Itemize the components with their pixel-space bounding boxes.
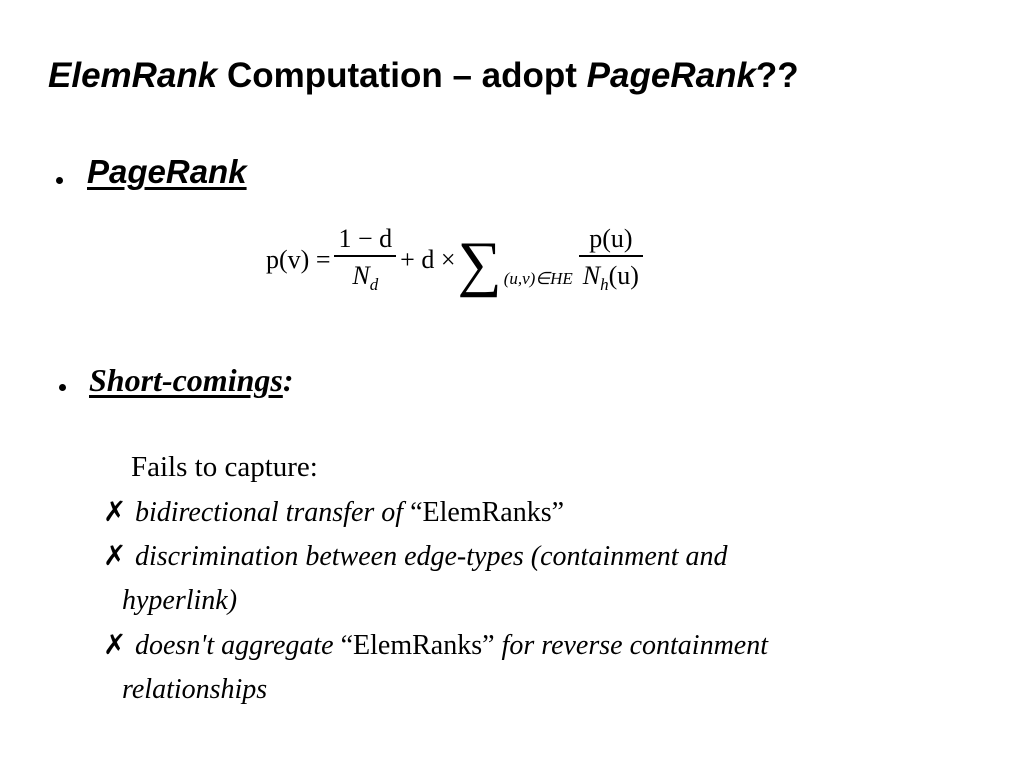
list-item: ✗doesn't aggregate “ElemRanks” for rever… xyxy=(103,624,768,712)
formula-plus-term: + d × xyxy=(400,244,456,274)
bullet-dot xyxy=(59,384,66,391)
fraction-denominator: Nh(u) xyxy=(582,261,639,295)
cross-icon: ✗ xyxy=(103,497,127,528)
pagerank-formula: p(v) = 1 − d Nd + d × ∑ (u,v)∈HE p(u) Nh… xyxy=(266,224,647,298)
shortcomings-heading: Short-comings: xyxy=(89,362,294,398)
fraction-numerator: p(u) xyxy=(589,224,633,253)
title-end: ?? xyxy=(755,56,799,95)
title-elemrank: ElemRank xyxy=(48,56,218,95)
title-pagerank: PageRank xyxy=(586,56,756,95)
bullet-dot xyxy=(56,177,63,184)
slide-title: ElemRank Computation – adopt PageRank?? xyxy=(48,54,799,98)
formula-fraction-damping: 1 − d Nd xyxy=(334,224,397,295)
fraction-bar xyxy=(578,255,643,257)
fraction-denominator: Nd xyxy=(352,261,379,295)
title-middle: Computation – adopt xyxy=(217,56,587,95)
formula-lhs: p(v) = xyxy=(266,244,331,274)
pagerank-heading: PageRank xyxy=(87,153,247,190)
fraction-numerator: 1 − d xyxy=(338,224,393,253)
sigma-symbol: ∑ xyxy=(457,229,502,298)
cross-icon: ✗ xyxy=(103,630,127,661)
cross-icon: ✗ xyxy=(103,541,127,572)
fraction-bar xyxy=(334,255,397,257)
sum-range: (u,v)∈HE xyxy=(503,269,573,289)
fails-intro: Fails to capture: xyxy=(131,451,318,483)
formula-fraction-neighbor: p(u) Nh(u) xyxy=(578,224,643,295)
list-item: ✗bidirectional transfer of “ElemRanks” xyxy=(103,491,564,535)
list-item: ✗discrimination between edge-types (cont… xyxy=(103,535,728,623)
